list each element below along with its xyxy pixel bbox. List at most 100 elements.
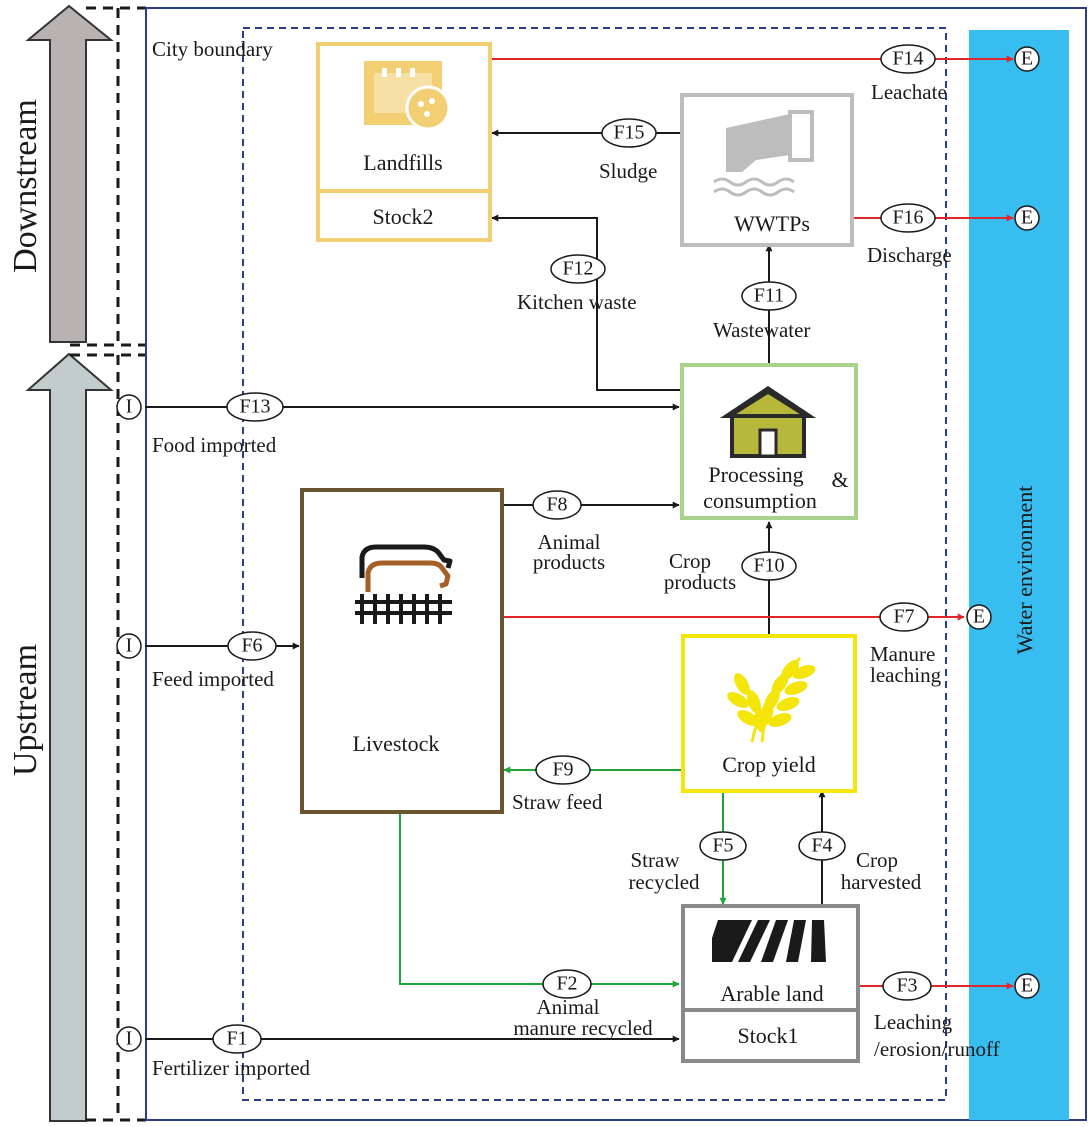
flow-f3-id: F3	[896, 975, 917, 997]
flow-f10: F10 Crop products	[664, 521, 797, 636]
flow-f16: F16 Discharge	[852, 203, 1014, 267]
export-marker-f7: E	[966, 604, 992, 630]
flow-f2-id: F2	[556, 973, 577, 995]
flow-f3-badge	[882, 971, 932, 1001]
landfills-label: Landfills	[363, 150, 442, 175]
consumption-label: consumption	[703, 488, 817, 513]
flow-f5-badge	[699, 831, 747, 861]
flow-f7-label-1: Manure	[870, 642, 935, 666]
export-marker-f16: E	[1014, 205, 1040, 231]
svg-text:I: I	[126, 635, 133, 657]
flow-f12-label: Kitchen waste	[517, 290, 637, 314]
flow-f3-label-1: Leaching	[874, 1010, 953, 1034]
flow-f10-label-1: Crop	[669, 549, 711, 573]
flow-f7-badge	[879, 602, 929, 632]
crop-yield-label: Crop yield	[722, 752, 816, 777]
stock2-label: Stock2	[372, 204, 433, 229]
flow-f7-label-2: leaching	[870, 663, 942, 687]
flow-f6-label: Feed imported	[152, 667, 274, 691]
flow-f4: F4 Crop harvested	[798, 790, 922, 906]
flow-f16-id: F16	[892, 207, 923, 229]
flow-f7: F7 Manure leaching	[502, 602, 965, 687]
flow-f11-label: Wastewater	[713, 318, 810, 342]
flow-f15: F15 Sludge	[491, 118, 682, 183]
flow-f9-badge	[535, 755, 591, 785]
city-boundary-label: City boundary	[152, 37, 273, 61]
export-marker-f14: E	[1014, 46, 1040, 72]
downstream-label: Downstream	[7, 99, 44, 273]
flow-f8: F8 Animal products	[502, 490, 680, 574]
upstream-label: Upstream	[7, 644, 44, 776]
system-frame	[145, 7, 1087, 1121]
flow-f15-id: F15	[613, 122, 644, 144]
flow-f14: F14 Leachate	[490, 44, 1014, 104]
flow-f6: F6 Feed imported	[145, 631, 300, 691]
flow-f6-badge	[227, 631, 277, 661]
flow-f4-id: F4	[811, 835, 832, 857]
wheat-icon	[727, 656, 816, 743]
node-livestock: Livestock	[300, 488, 504, 814]
field-icon	[712, 920, 826, 962]
side-dividers	[70, 6, 146, 1122]
import-marker-f13: I	[116, 394, 142, 420]
flow-f8-label-1: Animal	[538, 530, 601, 554]
svg-text:I: I	[126, 396, 133, 418]
wwtps-label: WWTPs	[734, 211, 810, 236]
flow-f5-id: F5	[712, 835, 733, 857]
flow-f4-label-2: harvested	[841, 870, 922, 894]
water-environment-label: Water environment	[1012, 486, 1037, 655]
flow-f8-badge	[532, 490, 582, 520]
flow-f1: F1 Fertilizer imported	[145, 1024, 680, 1080]
flow-f5-label-2: recycled	[628, 870, 700, 894]
processing-amp-label: &	[831, 467, 848, 492]
flow-f12-id: F12	[562, 258, 593, 280]
flow-f9: F9 Straw feed	[503, 755, 682, 814]
flow-f11: F11 Wastewater	[713, 244, 810, 363]
flow-f8-id: F8	[546, 494, 567, 516]
flow-f11-id: F11	[754, 285, 784, 307]
flow-f1-label: Fertilizer imported	[152, 1056, 311, 1080]
upstream-arrow: Upstream	[7, 352, 114, 1122]
flow-f4-badge	[798, 831, 846, 861]
svg-text:E: E	[1021, 207, 1033, 229]
flow-f16-label: Discharge	[867, 243, 952, 267]
arable-land-label: Arable land	[720, 981, 823, 1006]
flow-f5: F5 Straw recycled	[628, 791, 747, 905]
flow-f6-id: F6	[241, 635, 262, 657]
node-wwtps: WWTPs	[680, 93, 854, 247]
livestock-label: Livestock	[353, 731, 440, 756]
svg-text:E: E	[1021, 975, 1033, 997]
node-processing-consumption: Processing & consumption	[680, 363, 858, 520]
flow-f7-id: F7	[893, 606, 914, 628]
processing-label: Processing	[708, 462, 803, 487]
import-marker-f6: I	[116, 633, 142, 659]
wastewater-pipe-icon	[713, 110, 814, 197]
stock1-label: Stock1	[737, 1023, 798, 1048]
flow-f13-id: F13	[239, 396, 270, 418]
node-crop-yield: Crop yield	[681, 634, 857, 793]
flow-f2: F2 Animal manure recycled	[399, 812, 680, 1040]
flow-f14-label: Leachate	[871, 80, 947, 104]
import-marker-f1: I	[116, 1026, 142, 1052]
flow-f2-label-1: Animal	[537, 995, 600, 1019]
flow-f9-id: F9	[552, 759, 573, 781]
flow-f2-label-2: manure recycled	[513, 1016, 653, 1040]
node-arable-land: Arable land Stock1	[681, 904, 860, 1063]
flow-f13: F13 Food imported	[145, 392, 680, 457]
flow-f10-label-2: products	[664, 570, 736, 594]
flow-f3-label-2: /erosion/runoff	[874, 1037, 1000, 1061]
flow-f16-badge	[880, 203, 936, 233]
flow-f11-badge	[741, 281, 797, 311]
flow-f8-label-2: products	[533, 550, 605, 574]
flow-f12: F12 Kitchen waste	[491, 214, 682, 391]
svg-text:E: E	[973, 606, 985, 628]
house-icon	[720, 386, 816, 458]
downstream-arrow: Downstream	[7, 4, 114, 343]
city-boundary	[242, 27, 947, 1101]
flow-f4-label-1: Crop	[856, 848, 898, 872]
flow-f2-badge	[542, 969, 592, 999]
flow-f9-label: Straw feed	[512, 790, 603, 814]
flow-f13-label: Food imported	[152, 433, 277, 457]
cow-icon	[355, 544, 453, 624]
